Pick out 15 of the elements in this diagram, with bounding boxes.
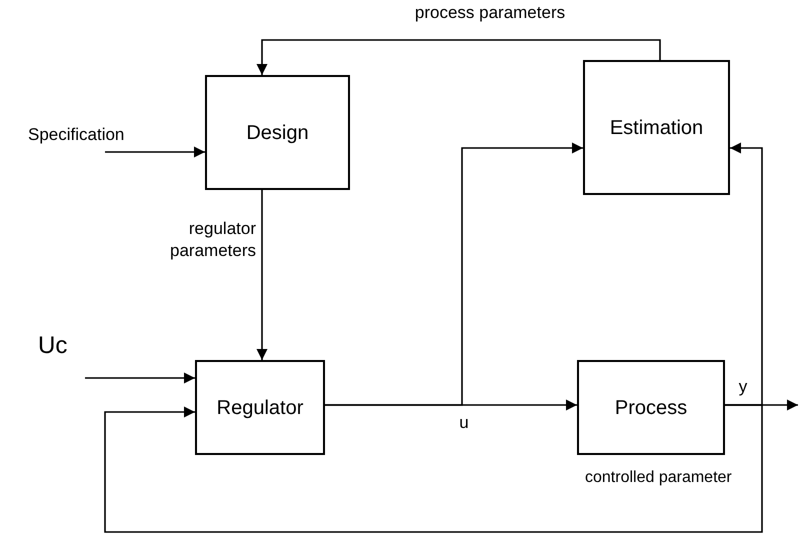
arrow — [104, 404, 763, 533]
process-box — [577, 360, 725, 455]
arrow — [85, 372, 195, 384]
arrow — [256, 39, 661, 75]
box-label: Regulator — [216, 396, 304, 420]
caption-text: controlled parameter — [585, 468, 733, 488]
arrow — [325, 142, 583, 406]
arrow — [256, 190, 268, 360]
process-box — [195, 360, 325, 455]
process-box — [583, 60, 730, 195]
box-label: Design — [246, 120, 309, 146]
box-label: Process — [614, 396, 688, 420]
box-label: Estimation — [610, 116, 704, 140]
process-box — [205, 75, 350, 190]
arrow — [105, 146, 205, 158]
